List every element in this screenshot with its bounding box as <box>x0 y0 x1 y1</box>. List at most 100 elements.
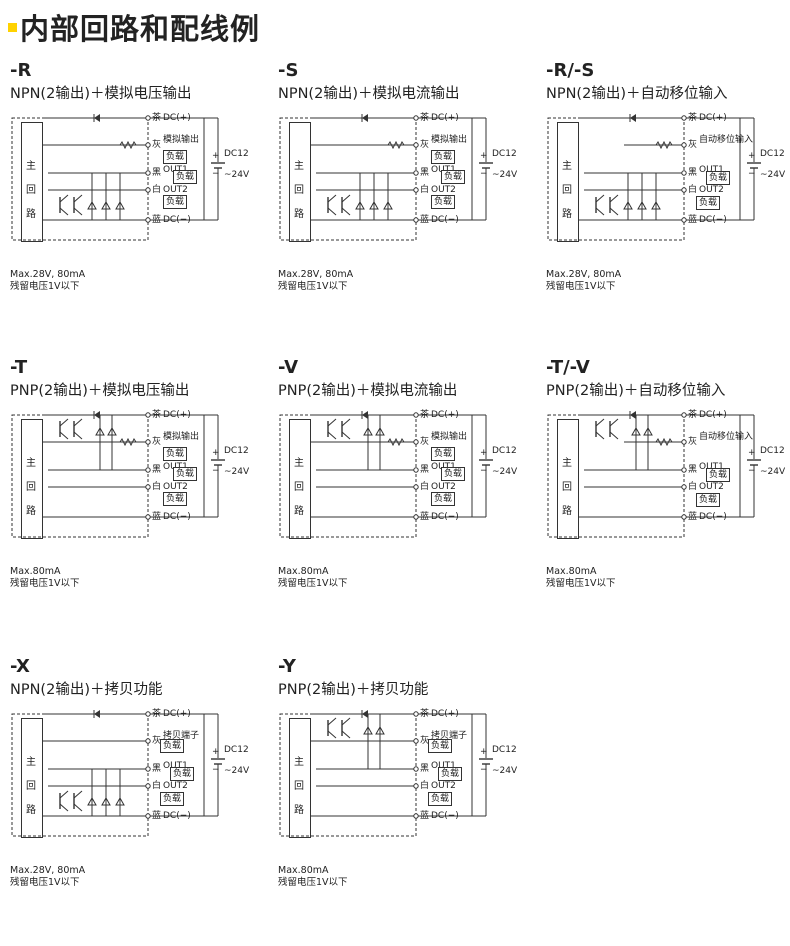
wire-color-label: 茶 <box>420 709 430 719</box>
diagram-subtitle: PNP(2输出)＋模拟电压输出 <box>10 383 190 399</box>
transistor-emitter <box>341 730 351 739</box>
wire-color-label: 蓝 <box>688 512 698 522</box>
load-box: 负载 <box>428 792 453 806</box>
main-circuit-label: 主 <box>26 757 36 768</box>
transistor-collector <box>59 418 69 427</box>
terminal-icon <box>681 514 687 520</box>
load-box: 负载 <box>163 492 188 506</box>
terminal-icon <box>145 187 151 193</box>
main-circuit-box: 主回路 <box>289 122 311 242</box>
wire-color-label: 黑 <box>152 168 162 178</box>
transistor-emitter <box>595 207 605 216</box>
diode-icon <box>630 411 636 419</box>
gray-function-label: 模拟输出 <box>163 432 200 442</box>
load-box: 负载 <box>431 150 456 164</box>
diagram-code: -T/-V <box>546 357 590 378</box>
main-circuit-box: 主回路 <box>289 718 311 838</box>
transistor-collector <box>595 418 605 427</box>
wire-color-label: 灰 <box>420 140 430 150</box>
note-line: Max.28V, 80mA <box>278 269 354 280</box>
title-marker-icon <box>8 22 17 32</box>
transistor-emitter <box>609 207 619 216</box>
transistor-collector <box>59 790 69 799</box>
dc-plus-label: DC(+) <box>163 410 191 420</box>
diode-icon <box>630 114 636 122</box>
diagram-subtitle: PNP(2输出)＋拷贝功能 <box>278 682 429 698</box>
minus-label: − <box>212 169 220 179</box>
diode-icon <box>94 114 100 122</box>
transistor-collector <box>327 194 337 203</box>
terminal-icon <box>681 217 687 223</box>
note-line: Max.28V, 80mA <box>10 269 86 280</box>
plus-label: + <box>212 747 220 757</box>
note-line: 残留电压1V以下 <box>10 877 80 888</box>
out1-label: OUT1 <box>163 761 188 771</box>
plus-label: + <box>212 448 220 458</box>
terminal-icon <box>413 170 419 176</box>
diagram-code: -X <box>10 656 30 677</box>
circuit-drawing <box>11 411 225 538</box>
main-circuit-label: 回 <box>294 781 304 792</box>
main-circuit-label: 回 <box>26 482 36 493</box>
gray-function-label: 自动移位输入 <box>699 432 754 442</box>
wire-color-label: 黑 <box>420 168 430 178</box>
load-box: 负载 <box>438 767 463 781</box>
transistor-collector <box>73 418 83 427</box>
circuit-drawing <box>279 411 493 538</box>
dc-plus-label: DC(+) <box>431 410 459 420</box>
note-line: 残留电压1V以下 <box>278 281 348 292</box>
out2-label: OUT2 <box>431 781 456 791</box>
diagram-code: -R <box>10 60 32 81</box>
minus-label: − <box>748 466 756 476</box>
out2-label: OUT2 <box>163 482 188 492</box>
main-circuit-label: 路 <box>294 805 304 816</box>
wire-color-label: 茶 <box>152 410 162 420</box>
terminal-icon <box>681 484 687 490</box>
diagram-subtitle: NPN(2输出)＋自动移位输入 <box>546 86 728 102</box>
terminal-icon <box>681 467 687 473</box>
dc12-label: DC12 <box>224 745 249 755</box>
dc12-label: DC12 <box>492 149 517 159</box>
dc-plus-label: DC(+) <box>431 709 459 719</box>
note-line: Max.80mA <box>278 566 329 577</box>
wire-color-label: 黑 <box>152 465 162 475</box>
wire-color-label: 灰 <box>420 736 430 746</box>
terminal-icon <box>413 115 419 121</box>
terminal-icon <box>413 412 419 418</box>
gray-function-label: 拷贝端子 <box>163 731 200 741</box>
wire-color-label: 黑 <box>420 465 430 475</box>
transistor-collector <box>73 790 83 799</box>
terminal-icon <box>413 813 419 819</box>
load-box: 负载 <box>431 447 456 461</box>
transistor-emitter <box>59 431 69 440</box>
main-circuit-label: 主 <box>294 458 304 469</box>
terminal-icon <box>413 738 419 744</box>
page-title-text: 内部回路和配线例 <box>20 12 261 46</box>
main-circuit-box: 主回路 <box>557 122 579 242</box>
v24-label: ~24V <box>224 170 250 180</box>
transistor-collector <box>595 194 605 203</box>
terminal-icon <box>681 187 687 193</box>
transistor-emitter <box>595 431 605 440</box>
terminal-icon <box>681 170 687 176</box>
note-line: 残留电压1V以下 <box>10 281 80 292</box>
dc-plus-label: DC(+) <box>163 113 191 123</box>
note-line: Max.80mA <box>10 566 61 577</box>
main-circuit-label: 路 <box>26 805 36 816</box>
load-box: 负载 <box>163 150 188 164</box>
dc-minus-label: DC(−) <box>163 811 191 821</box>
note-line: Max.28V, 80mA <box>546 269 622 280</box>
wiring-diagram: 主回路茶灰黑白蓝DC(+)DC(−)模拟输出OUT1OUT2DC12~24V+−… <box>8 110 258 250</box>
wire-color-label: 灰 <box>152 437 162 447</box>
plus-label: + <box>480 151 488 161</box>
main-circuit-label: 主 <box>26 161 36 172</box>
out2-label: OUT2 <box>431 185 456 195</box>
gray-function-label: 自动移位输入 <box>699 135 754 145</box>
diode-icon <box>94 411 100 419</box>
main-circuit-label: 路 <box>294 209 304 220</box>
diagram-code: -S <box>278 60 299 81</box>
